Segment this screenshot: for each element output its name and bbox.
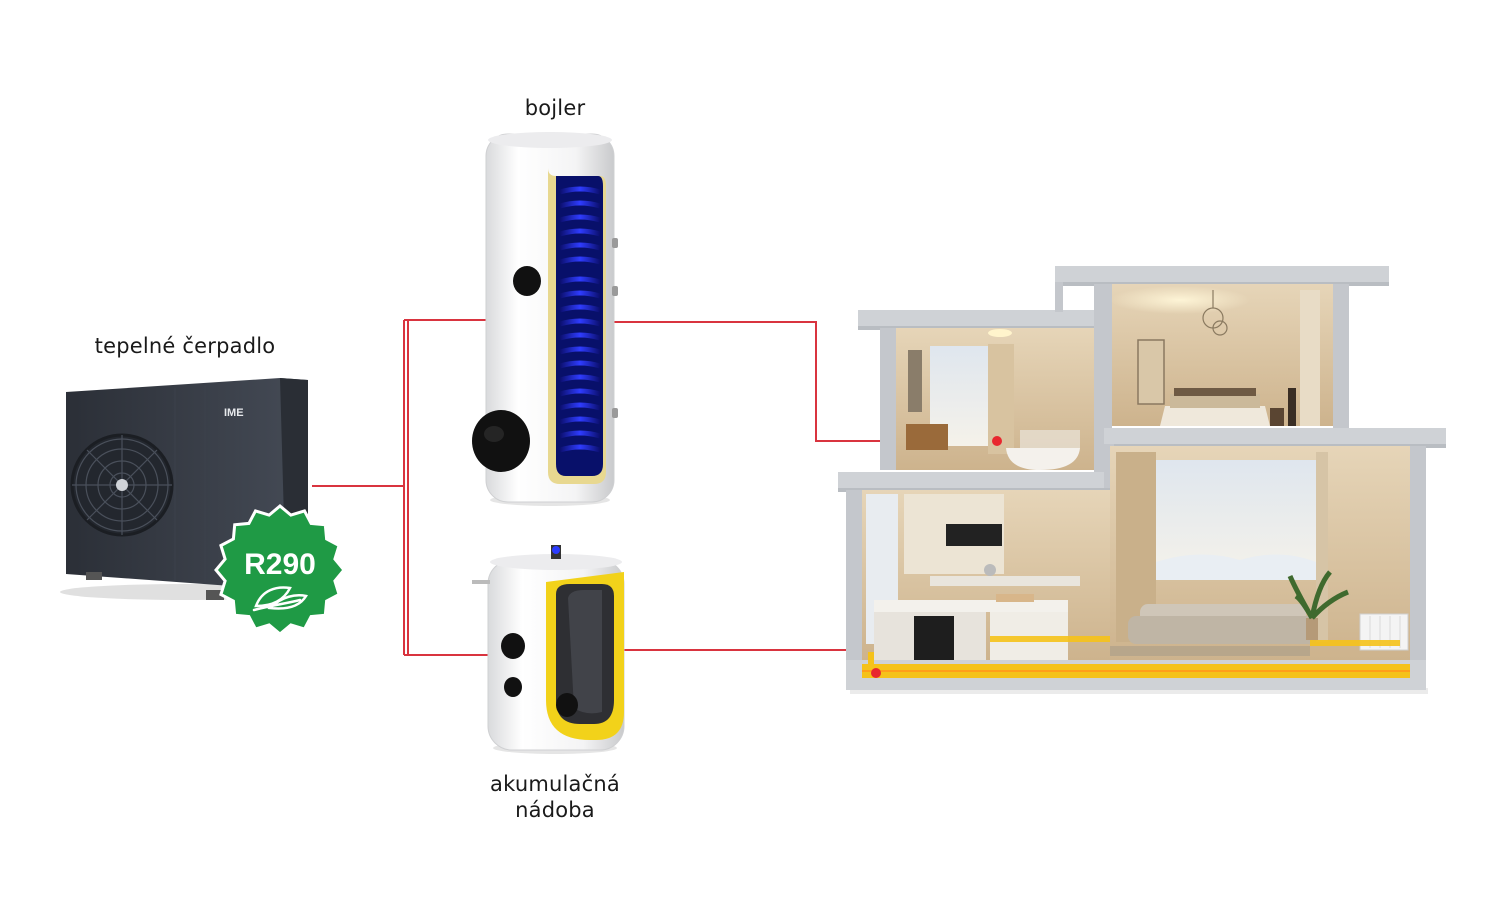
living-room (1110, 446, 1410, 660)
tank-label-line-2: nádoba (515, 798, 595, 822)
boiler-tank (472, 132, 618, 506)
floor-connection-dot (871, 668, 881, 678)
boiler-coil (559, 186, 601, 453)
bathroom-connection-dot (992, 436, 1002, 446)
refrigerant-badge: R290 (214, 504, 346, 636)
bathroom-room (896, 328, 1094, 470)
leaf-icon (252, 586, 308, 612)
house-cutaway (838, 266, 1446, 694)
kitchen-room (862, 490, 1110, 662)
heat-pump-label: tepelné čerpadlo (94, 334, 276, 358)
fan-icon (70, 433, 174, 537)
accumulation-tank-label: akumulačná nádoba (455, 771, 655, 823)
badge-text: R290 (244, 548, 316, 581)
boiler-label: bojler (524, 96, 586, 120)
plant-icon (1287, 570, 1349, 640)
tank-label-line-1: akumulačná (490, 772, 620, 796)
accumulation-tank (472, 545, 625, 754)
svg-text:IME: IME (224, 407, 244, 419)
floor-heating (846, 636, 1426, 690)
brand-logo: IME (224, 407, 244, 419)
bedroom-room (1110, 284, 1333, 426)
